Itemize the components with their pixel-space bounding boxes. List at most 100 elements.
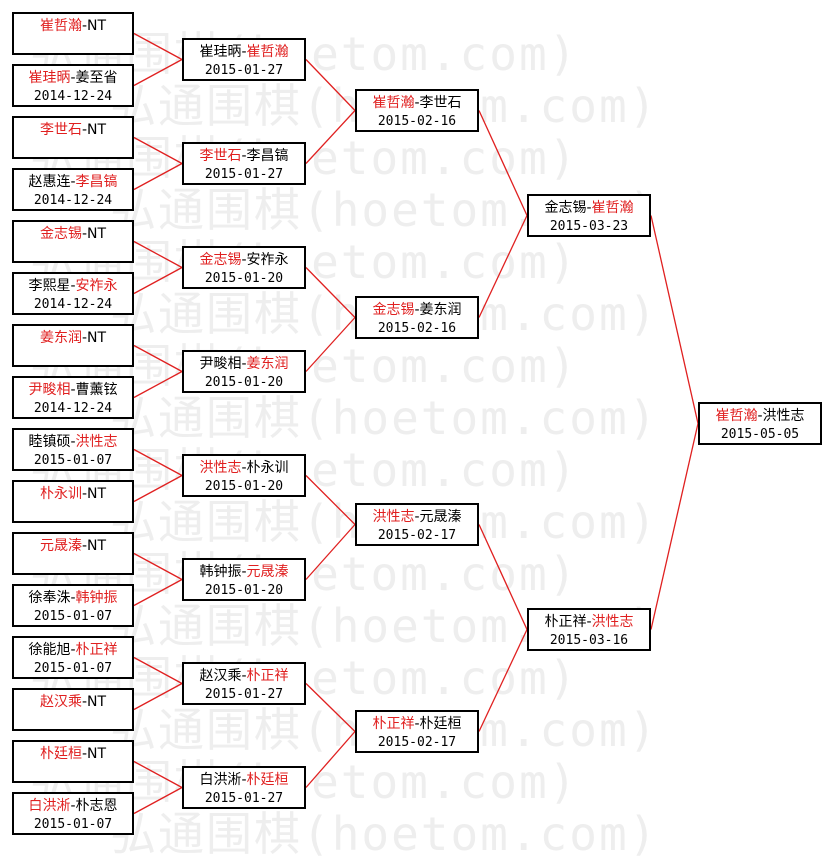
winner-name: 崔哲瀚 xyxy=(372,95,415,111)
separator: - xyxy=(81,18,88,34)
winner-name: 朴廷桓 xyxy=(39,746,82,762)
bracket-connector xyxy=(133,552,183,581)
winner-name: 朴正祥 xyxy=(246,668,289,684)
bracket-connector xyxy=(133,656,183,685)
player-name: NT xyxy=(87,538,107,554)
match-box[interactable]: 金志锡-安祚永 2015-01-20 xyxy=(182,246,306,289)
separator: - xyxy=(70,70,76,86)
player-name: 朴永训 xyxy=(246,460,289,476)
bracket-connector xyxy=(133,474,183,503)
match-players: 白洪淅-朴志恩 xyxy=(14,798,132,816)
bracket-connector xyxy=(133,240,183,269)
match-box[interactable]: 朴廷桓-NT xyxy=(12,740,134,783)
match-date: 2015-01-20 xyxy=(204,271,284,286)
separator: - xyxy=(81,122,88,138)
match-box[interactable]: 朴永训-NT xyxy=(12,480,134,523)
winner-name: 崔哲瀚 xyxy=(39,18,82,34)
player-name: 安祚永 xyxy=(246,252,289,268)
player-name: NT xyxy=(87,746,107,762)
separator: - xyxy=(241,460,247,476)
separator: - xyxy=(414,716,420,732)
bracket-connector xyxy=(133,786,183,815)
player-name: 徐能旭 xyxy=(28,642,71,658)
bracket-connector xyxy=(650,423,699,630)
match-date: 2015-01-27 xyxy=(204,791,284,806)
separator: - xyxy=(241,668,247,684)
match-players: 金志锡-崔哲瀚 xyxy=(529,200,649,218)
match-players: 洪性志-元晟溱 xyxy=(357,509,477,527)
separator: - xyxy=(241,564,247,580)
match-date: 2015-02-16 xyxy=(377,114,457,129)
match-players: 崔珪昞-崔哲瀚 xyxy=(184,44,304,62)
player-name: 李世石 xyxy=(419,95,462,111)
winner-name: 李世石 xyxy=(39,122,82,138)
separator: - xyxy=(414,95,420,111)
separator: - xyxy=(70,382,76,398)
separator: - xyxy=(81,226,88,242)
match-box[interactable]: 崔哲瀚-NT xyxy=(12,12,134,55)
match-box[interactable]: 元晟溱-NT xyxy=(12,532,134,575)
match-players: 尹畯相-姜东润 xyxy=(184,356,304,374)
match-box[interactable]: 赵汉乘-NT xyxy=(12,688,134,731)
bracket-connector xyxy=(133,32,183,61)
bracket-connector xyxy=(133,136,183,165)
match-date: 2015-03-16 xyxy=(549,633,629,648)
bracket-connector xyxy=(305,524,356,580)
match-box[interactable]: 崔哲瀚-李世石 2015-02-16 xyxy=(355,89,479,132)
match-players: 白洪淅-朴廷桓 xyxy=(184,772,304,790)
match-players: 赵惠连-李昌镐 xyxy=(14,174,132,192)
match-players: 李世石-李昌镐 xyxy=(184,148,304,166)
winner-name: 韩钟振 xyxy=(75,590,118,606)
match-date: 2015-01-27 xyxy=(204,687,284,702)
winner-name: 金志锡 xyxy=(199,252,242,268)
bracket-connector xyxy=(305,267,356,318)
match-date: 2014-12-24 xyxy=(33,297,113,312)
winner-name: 金志锡 xyxy=(39,226,82,242)
separator: - xyxy=(241,252,247,268)
match-players: 崔珪昞-姜至省 xyxy=(14,70,132,88)
match-date: 2015-01-20 xyxy=(204,583,284,598)
winner-name: 赵汉乘 xyxy=(39,694,82,710)
match-box[interactable]: 金志锡-NT xyxy=(12,220,134,263)
player-name: 朴志恩 xyxy=(75,798,118,814)
match-date: 2015-01-07 xyxy=(33,609,113,624)
match-box[interactable]: 姜东润-NT xyxy=(12,324,134,367)
match-date: 2015-01-07 xyxy=(33,661,113,676)
match-players: 徐奉洙-韩钟振 xyxy=(14,590,132,608)
winner-name: 崔珪昞 xyxy=(28,70,71,86)
separator: - xyxy=(81,330,88,346)
player-name: 姜东润 xyxy=(419,302,462,318)
match-box[interactable]: 李世石-NT xyxy=(12,116,134,159)
winner-name: 洪性志 xyxy=(199,460,242,476)
bracket-connector xyxy=(133,162,183,191)
match-date: 2015-01-07 xyxy=(33,817,113,832)
bracket-connector xyxy=(305,683,356,732)
winner-name: 尹畯相 xyxy=(28,382,71,398)
player-name: 姜至省 xyxy=(75,70,118,86)
player-name: NT xyxy=(87,226,107,242)
separator: - xyxy=(70,174,76,190)
separator: - xyxy=(70,590,76,606)
match-players: 朴永训-NT xyxy=(14,486,132,504)
